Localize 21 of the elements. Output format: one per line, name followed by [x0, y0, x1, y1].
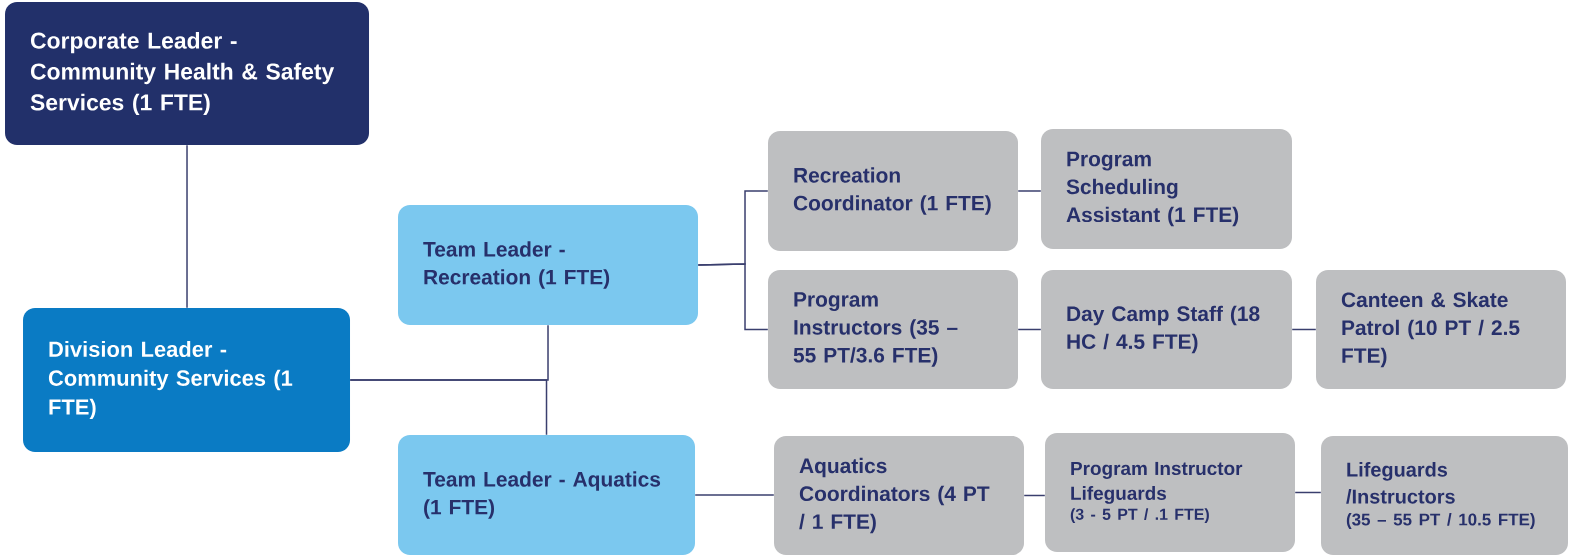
connector-line — [1017, 190, 1042, 192]
connector-line — [1017, 328, 1042, 331]
connector-line — [694, 494, 775, 496]
role-box: Recreation Coordinator (1 FTE) — [768, 131, 1018, 251]
connector-line — [1291, 328, 1317, 331]
team-box: Team Leader - Recreation (1 FTE) — [398, 205, 698, 325]
role-box: Day Camp Staff (18 HC / 4.5 FTE) — [1041, 270, 1292, 389]
connector-line — [349, 379, 548, 436]
connector-line — [697, 263, 769, 331]
role-box: Canteen & Skate Patrol (10 PT / 2.5 FTE) — [1316, 270, 1566, 389]
connector-line — [1023, 494, 1046, 497]
connector-line — [1294, 491, 1322, 494]
connector-line — [186, 144, 188, 309]
leader-box: Division Leader - Community Services (1 FTE) — [23, 308, 350, 452]
role-box: Aquatics Coordinators (4 PT / 1 FTE) — [774, 436, 1024, 555]
team-box: Team Leader - Aquatics (1 FTE) — [398, 435, 695, 555]
role-box: Lifeguards /Instructors (35 – 55 PT / 10.5 FTE) — [1321, 436, 1568, 555]
role-box: Program Instructor Lifeguards (3 - 5 PT / .1 FTE) — [1045, 433, 1295, 552]
role-box: Program Scheduling Assistant (1 FTE) — [1041, 129, 1292, 249]
role-box: Program Instructors (35 – 55 PT/3.6 FTE) — [768, 270, 1018, 389]
leader-box: Corporate Leader - Community Health & Safety Services (1 FTE) — [5, 2, 369, 145]
